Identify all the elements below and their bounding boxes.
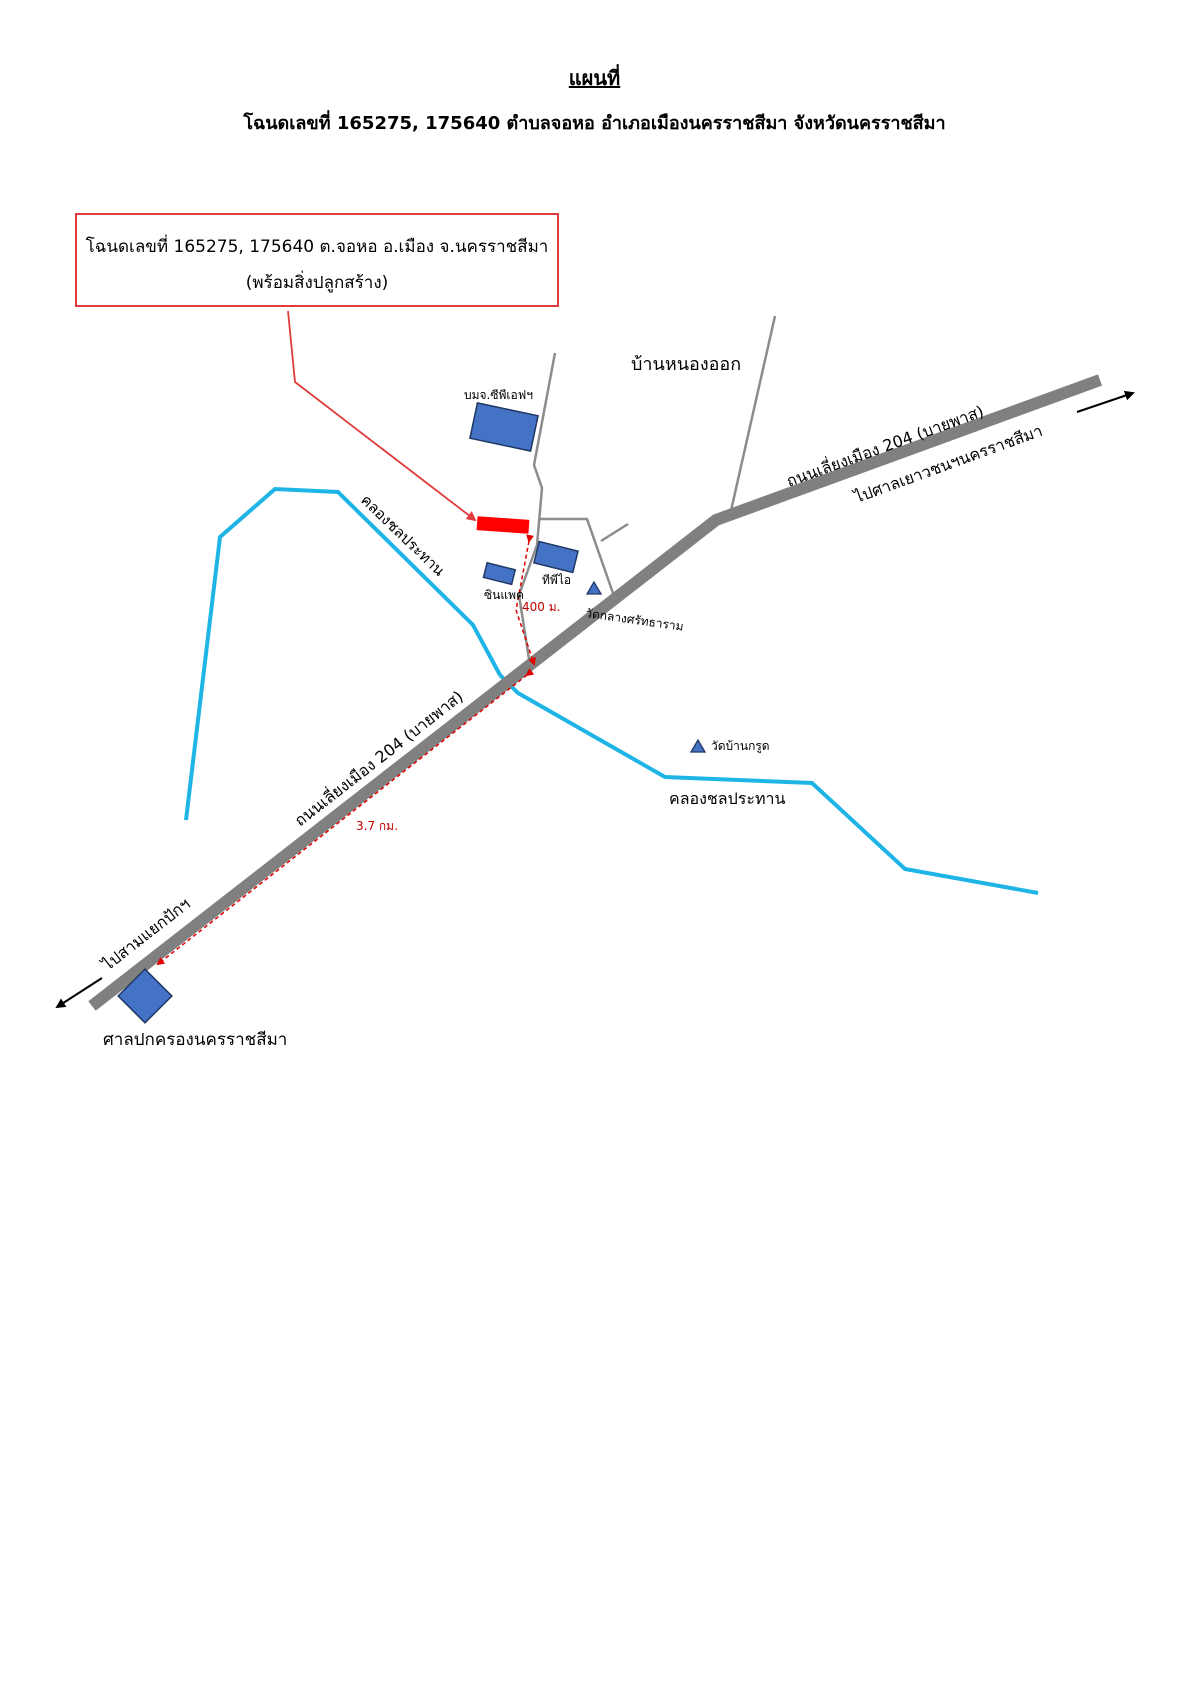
local-road-spur: [600, 522, 629, 543]
local-road-branch: [539, 517, 616, 597]
canal-label-south: คลองชลประทาน: [669, 789, 785, 808]
cpf-label: บมจ.ซีพีเอฟฯ: [464, 388, 533, 402]
distance-line-400m: [515, 534, 536, 666]
local-road-village: [728, 315, 777, 516]
local-road-north: [517, 352, 557, 673]
bypass-label-lower: ถนนเลี่ยงเมือง 204 (บายพาส): [290, 685, 467, 830]
bypass-road-204: [88, 374, 1103, 1011]
building-tpi: [533, 540, 579, 574]
callout-line-2: (พร้อมสิ่งปลูกสร้าง): [245, 273, 389, 293]
building-zinpac: [482, 561, 517, 586]
distance-3-7km-label: 3.7 กม.: [356, 819, 398, 833]
temple-krud-icon: [689, 738, 707, 753]
callout-line-1: โฉนดเลขที่ 165275, 175640 ต.จอหอ อ.เมือง…: [85, 237, 549, 257]
page-title: แผนที่: [568, 66, 621, 90]
temple-klang-label: วัดกลางศรัทธาราม: [585, 606, 685, 634]
temple-klang-icon: [585, 580, 603, 595]
distance-line-3-7km: [156, 668, 535, 966]
temple-krud-label: วัดบ้านกรูด: [711, 739, 770, 754]
subject-plot-marker: [476, 516, 530, 534]
village-label: บ้านหนองออก: [631, 354, 741, 375]
building-cpf: [469, 402, 539, 452]
canal-label-north: คลองชลประทาน: [357, 491, 448, 580]
zinpac-label: ซินแพค: [484, 588, 524, 602]
tpi-label: ทีพีไอ: [542, 573, 571, 587]
canal-east: [498, 673, 1039, 895]
page-subtitle: โฉนดเลขที่ 165275, 175640 ตำบลจอหอ อำเภอ…: [243, 113, 946, 134]
distance-400m-label: 400 ม.: [522, 600, 560, 614]
canal-west: [184, 486, 502, 821]
admin-court-label: ศาลปกครองนครราชสีมา: [103, 1030, 287, 1050]
subject-property-callout: โฉนดเลขที่ 165275, 175640 ต.จอหอ อ.เมือง…: [75, 213, 559, 307]
callout-leader-line: [287, 310, 477, 522]
building-admin-court: [117, 968, 173, 1024]
direction-arrow-west: [55, 977, 103, 1009]
direction-arrow-east: [1076, 390, 1135, 413]
